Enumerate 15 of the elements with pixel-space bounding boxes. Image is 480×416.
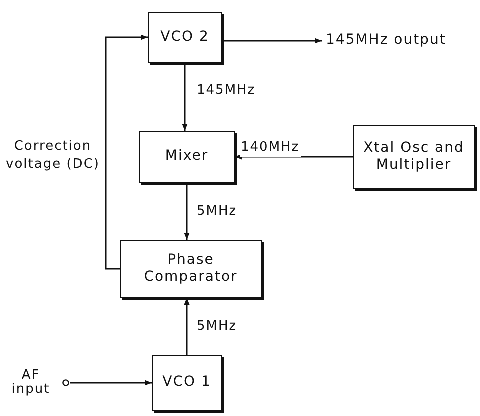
process-box: Xtal Osc and Multiplier (353, 125, 475, 189)
arrow (235, 154, 353, 160)
input-label: AF input (10, 368, 52, 398)
arrow (182, 63, 188, 131)
arrow (184, 183, 190, 240)
process-box: Mixer (139, 131, 235, 183)
arrow (70, 380, 152, 386)
arrow (222, 38, 322, 44)
process-box: VCO 2 (148, 12, 222, 63)
arrow (105, 34, 148, 270)
process-box: VCO 1 (152, 355, 222, 411)
edge-label: 140MHz (240, 139, 301, 157)
process-box: Phase Comparator (120, 240, 262, 298)
arrow (184, 298, 190, 355)
output-label: 145MHz output (322, 31, 476, 51)
